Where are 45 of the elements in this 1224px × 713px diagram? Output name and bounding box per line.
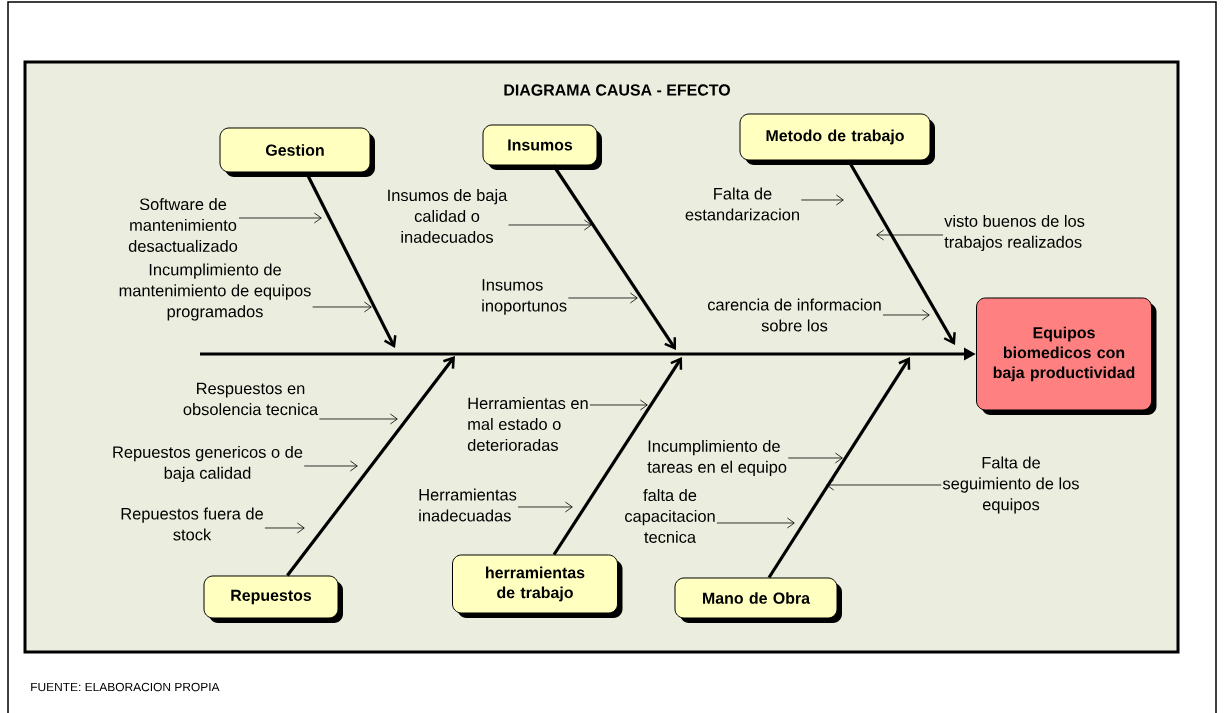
fishbone-arrow (286, 356, 455, 577)
cause-arrow (318, 413, 398, 425)
cause-arrow (303, 460, 358, 472)
cause-arrow (264, 522, 305, 534)
cause-label: Incumplimiento de mantenimiento de equipos programados (119, 263, 311, 321)
cause-arrow (238, 212, 322, 224)
cause-arrow (508, 219, 592, 231)
fishbone-arrow (304, 171, 397, 348)
category-box: herramientas de trabajo (452, 554, 623, 618)
cause-label: Respuestos en obsolencia tecnica (183, 382, 319, 416)
cause-label: Software de mantenimiento desactualizado (128, 198, 238, 252)
cause-label: falta de capacitacion tecnica (625, 489, 715, 543)
cause-label: Repuestos fuera de stock (121, 507, 263, 541)
fishbone-arrow (847, 159, 956, 345)
cause-arrow (517, 501, 573, 513)
fishbone-arrow (767, 357, 911, 579)
cause-label: Repuestos genericos o de baja calidad (113, 445, 303, 483)
cause-arrow (876, 229, 944, 241)
fishbone-arrow (552, 357, 683, 556)
cause-label: Insumos inoportunos (482, 279, 567, 315)
cause-arrow (589, 399, 648, 411)
cause-arrow (826, 479, 942, 491)
category-box: Mano de Obra (674, 577, 842, 623)
cause-arrow (882, 309, 930, 321)
category-box: Insumos (482, 124, 602, 170)
cause-arrow (716, 517, 795, 529)
cause-arrow (567, 292, 638, 304)
cause-arrow (312, 301, 372, 313)
cause-label: Herramientas inadecuadas (419, 488, 517, 522)
cause-label: Herramientas en mal estado o deterioradas (467, 397, 588, 451)
cause-label: Insumos de baja calidad o inadecuados (388, 189, 508, 243)
cause-arrow (800, 194, 844, 206)
category-box: Metodo de trabajo (739, 113, 935, 165)
cause-arrow (787, 452, 843, 464)
effect-box: Equipos biomedicos con baja productividad (976, 297, 1157, 415)
cause-label: Incumplimiento de tareas en el equipo (647, 439, 787, 477)
category-box: Repuestos (203, 575, 343, 623)
cause-label: Falta de seguimiento de los equipos (942, 456, 1079, 514)
cause-label: carencia de informacion sobre los (707, 298, 881, 332)
category-box: Gestion (219, 127, 375, 177)
cause-label: visto buenos de los trabajos realizados (944, 214, 1085, 252)
cause-label: Falta de estandarizacion (685, 187, 799, 221)
fishbone-arrow (552, 164, 677, 350)
diagram-title: DIAGRAMA CAUSA - EFECTO (504, 84, 730, 96)
source-note: FUENTE: ELABORACION PROPIA (31, 682, 220, 692)
